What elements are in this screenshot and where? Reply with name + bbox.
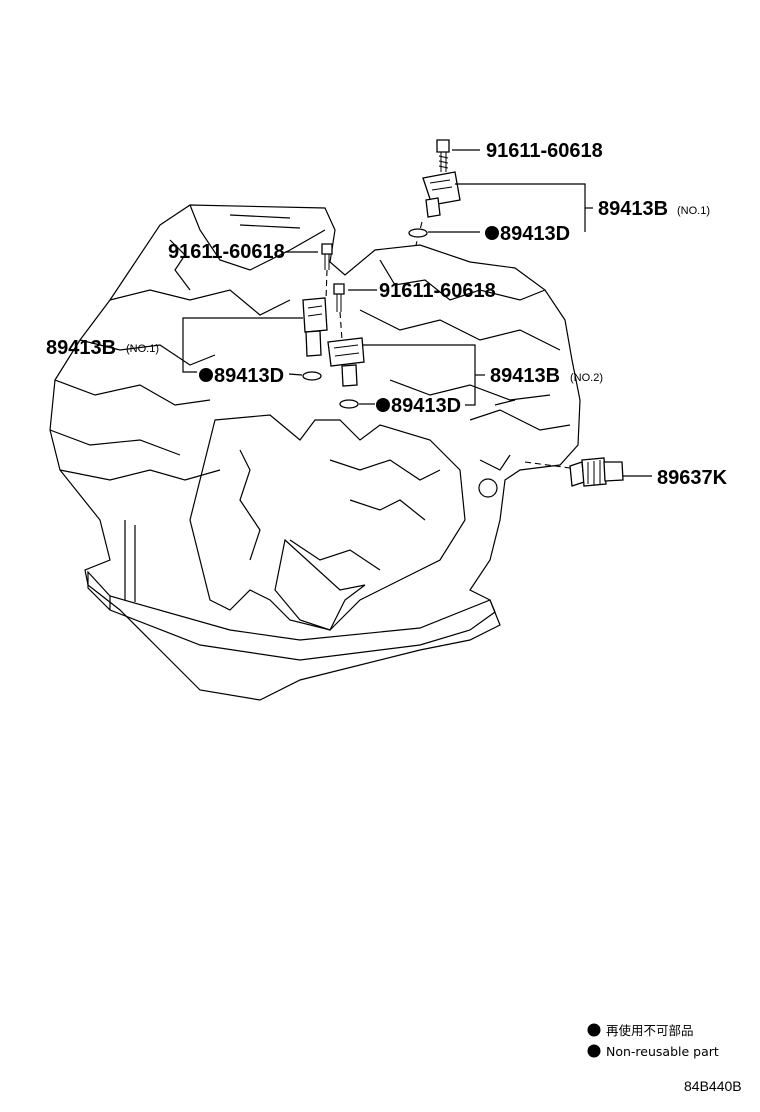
- label-switch: 89637K: [657, 467, 728, 489]
- pressure-switch-89637k: [569, 457, 652, 487]
- sensor-no1-left-assembly: [182, 243, 333, 381]
- legend-marker-icon: [587, 1023, 601, 1037]
- label-sensor-no2: 89413B: [490, 365, 560, 387]
- label-bolt-top: 91611-60618: [486, 140, 603, 162]
- label-sensor-no1-left-sub: (NO.1): [126, 343, 159, 355]
- label-bolt-left: 91611-60618: [168, 241, 285, 263]
- label-bolt-mid: 91611-60618: [379, 280, 496, 302]
- sensor-no2-assembly: [327, 283, 485, 409]
- legend-text-en: Non-reusable part: [606, 1044, 719, 1059]
- label-sensor-no1-right-sub: (NO.1): [677, 205, 710, 217]
- label-sensor-no2-sub: (NO.2): [570, 372, 603, 384]
- sensor-no1-top-assembly: [408, 139, 593, 246]
- label-sensor-no1-left: 89413B: [46, 337, 116, 359]
- legend: 再使用不可部品 Non-reusable part: [587, 1023, 719, 1059]
- non-reusable-marker-icon: [199, 368, 213, 382]
- label-oring-top: 89413D: [500, 223, 570, 245]
- legend-marker-icon: [587, 1044, 601, 1058]
- diagram-code: 84B440B: [684, 1078, 742, 1094]
- label-oring-left: 89413D: [214, 365, 284, 387]
- transmission-illustration: [49, 204, 581, 701]
- label-sensor-no1-right: 89413B: [598, 198, 668, 220]
- legend-text-jp: 再使用不可部品: [606, 1023, 694, 1038]
- non-reusable-marker-icon: [485, 226, 499, 240]
- label-oring-mid: 89413D: [391, 395, 461, 417]
- non-reusable-marker-icon: [376, 398, 390, 412]
